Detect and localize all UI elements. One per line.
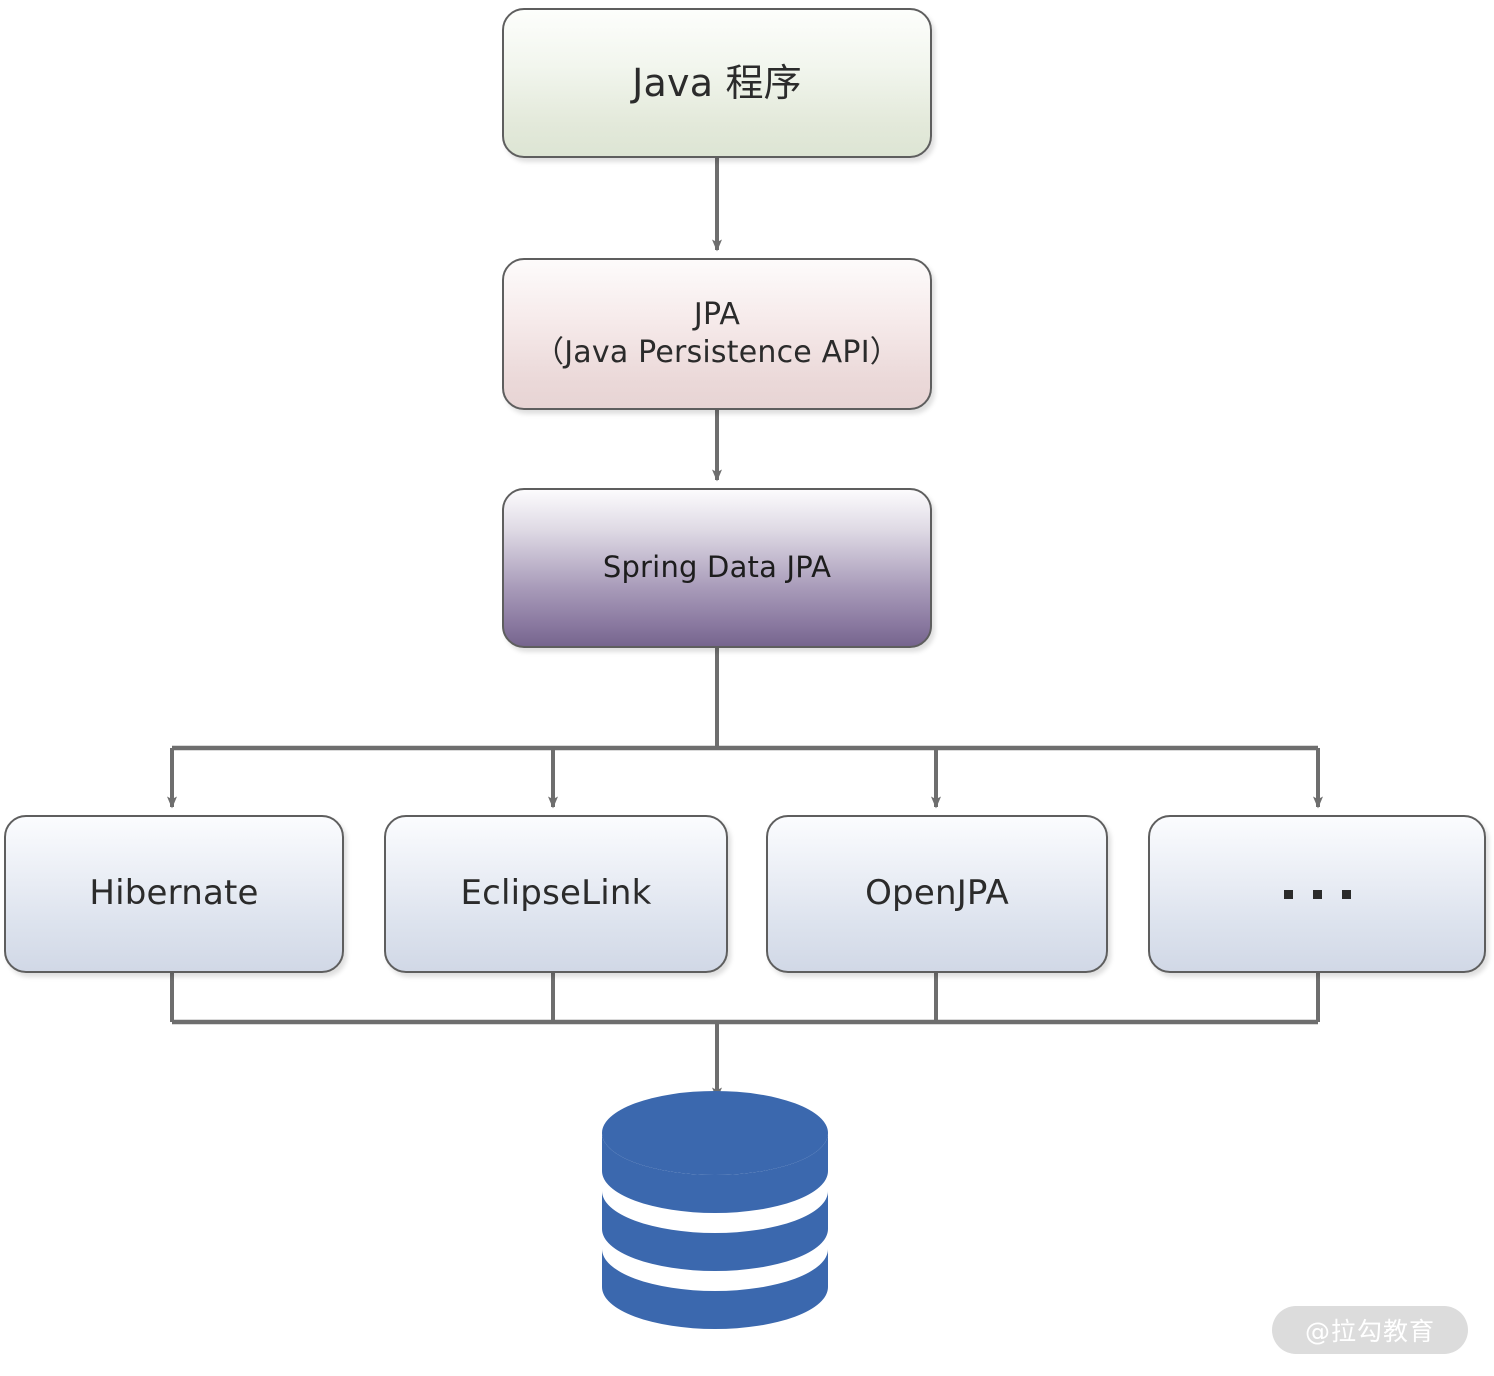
node-spring-data-jpa[interactable]: Spring Data JPA [502, 488, 932, 648]
node-eclipselink[interactable]: EclipseLink [384, 815, 728, 973]
node-openjpa-label: OpenJPA [865, 873, 1009, 914]
ellipsis-icon [1283, 889, 1351, 899]
node-more-implementations[interactable] [1148, 815, 1486, 973]
node-java-application-label: Java 程序 [632, 60, 802, 105]
node-jpa[interactable]: JPA （Java Persistence API） [502, 258, 932, 410]
node-eclipselink-label: EclipseLink [460, 873, 652, 914]
watermark-text: @拉勾教育 [1304, 1317, 1435, 1346]
node-hibernate[interactable]: Hibernate [4, 815, 344, 973]
node-spring-data-jpa-label: Spring Data JPA [602, 550, 832, 585]
node-openjpa[interactable]: OpenJPA [766, 815, 1108, 973]
node-hibernate-label: Hibernate [89, 873, 259, 914]
watermark-badge: @拉勾教育 [1272, 1306, 1468, 1354]
node-jpa-label: JPA （Java Persistence API） [534, 296, 900, 370]
database-cylinder [602, 1091, 828, 1331]
node-java-application[interactable]: Java 程序 [502, 8, 932, 158]
